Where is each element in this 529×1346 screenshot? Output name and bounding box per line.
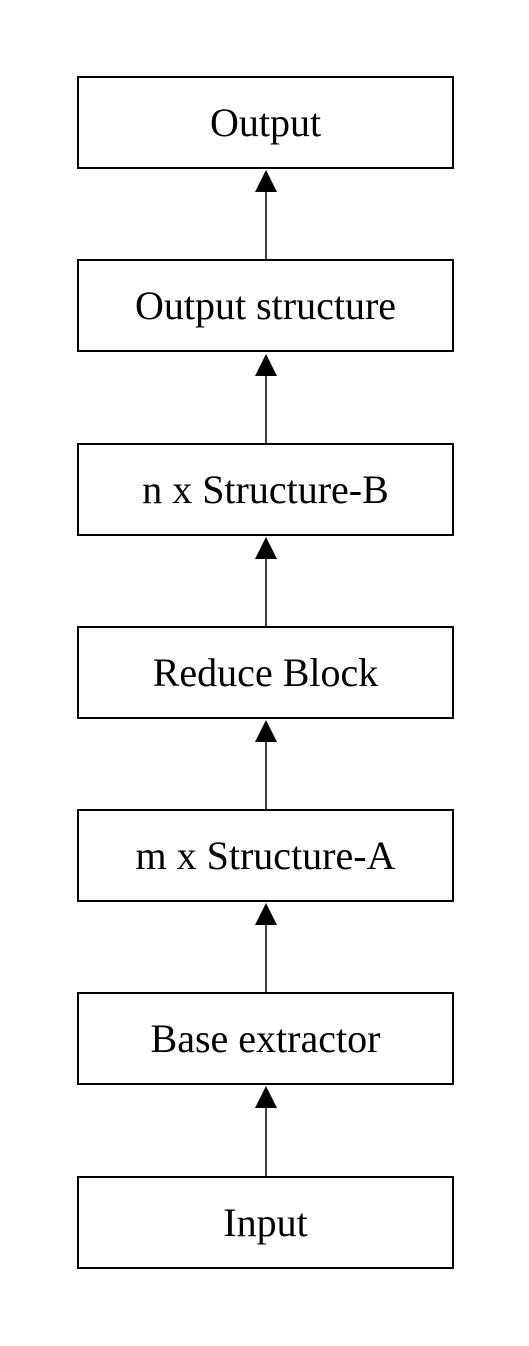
arrowhead-icon [255,1086,277,1108]
arrowhead-icon [255,903,277,925]
block-label: Input [223,1199,308,1245]
block-base-extractor: Base extractor [77,992,454,1085]
arrowhead-icon [255,170,277,192]
block-input: Input [77,1176,454,1269]
block-output-structure: Output structure [77,259,454,352]
block-reduce-block: Reduce Block [77,626,454,719]
block-label: n x Structure-B [142,466,389,512]
block-label: Base extractor [150,1015,381,1061]
block-structure-a: m x Structure-A [77,809,454,902]
block-output: Output [77,76,454,169]
arrowhead-icon [255,720,277,742]
arrowhead-icon [255,537,277,559]
block-label: Reduce Block [152,649,379,695]
block-label: m x Structure-A [135,832,396,878]
block-label: Output [209,99,322,145]
block-structure-b: n x Structure-B [77,443,454,536]
arrowhead-icon [255,354,277,376]
block-label: Output structure [134,282,397,328]
